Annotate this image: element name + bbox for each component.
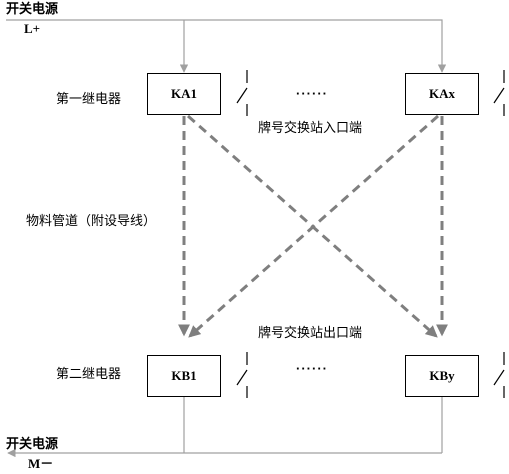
relay-ka1: KA1	[147, 73, 221, 115]
material-pipelines	[178, 114, 448, 338]
switch-contact-kb1	[236, 352, 248, 398]
entry-station-label: 牌号交换站入口端	[258, 121, 363, 136]
pipe-kax-kb1	[188, 114, 439, 338]
power-top-title: 开关电源	[6, 1, 59, 16]
second-relay-label: 第二继电器	[56, 367, 122, 382]
bottom-supply-wire	[7, 397, 443, 458]
power-top-terminal: L+	[24, 21, 41, 36]
switch-contact-kax	[493, 70, 505, 116]
power-bottom-terminal: M－	[28, 456, 54, 471]
relay-kb1: KB1	[147, 355, 221, 397]
top-supply-wire	[6, 19, 447, 73]
exit-station-label: 牌号交换站出口端	[258, 326, 363, 341]
switch-contact-ka1	[236, 70, 248, 116]
power-bottom-title: 开关电源	[6, 436, 59, 451]
pipeline-label: 物料管道（附设导线）	[26, 214, 157, 229]
relay-ellipsis-bottom: ······	[296, 361, 328, 376]
switch-contact-kby	[493, 352, 505, 398]
relay-kax: KAx	[405, 73, 479, 115]
first-relay-label: 第一继电器	[56, 92, 122, 107]
switch-contacts	[236, 70, 505, 398]
relay-kby: KBy	[405, 355, 479, 397]
relay-ellipsis-top: ······	[296, 86, 328, 101]
